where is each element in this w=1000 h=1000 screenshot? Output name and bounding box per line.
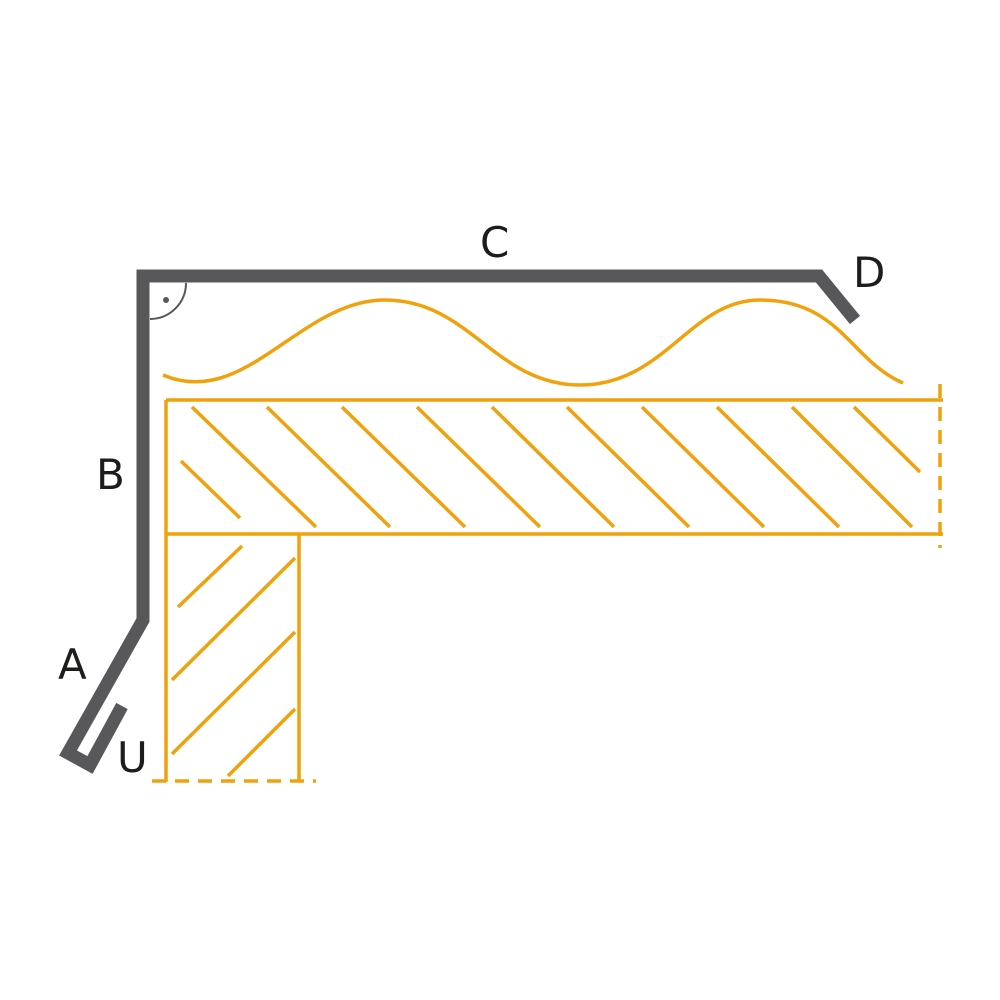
label-b: B [96, 450, 125, 499]
vertical-post [152, 534, 316, 783]
board-hatching [179, 405, 922, 529]
corrugated-sheet [162, 298, 904, 387]
label-u: U [117, 733, 148, 782]
label-d: D [853, 248, 885, 297]
horizontal-board [164, 384, 943, 548]
label-c: C [480, 218, 509, 267]
right-angle-marker [149, 282, 187, 320]
flashing-profile [59, 269, 861, 774]
post-hatching [170, 544, 297, 778]
label-a: A [58, 640, 87, 689]
